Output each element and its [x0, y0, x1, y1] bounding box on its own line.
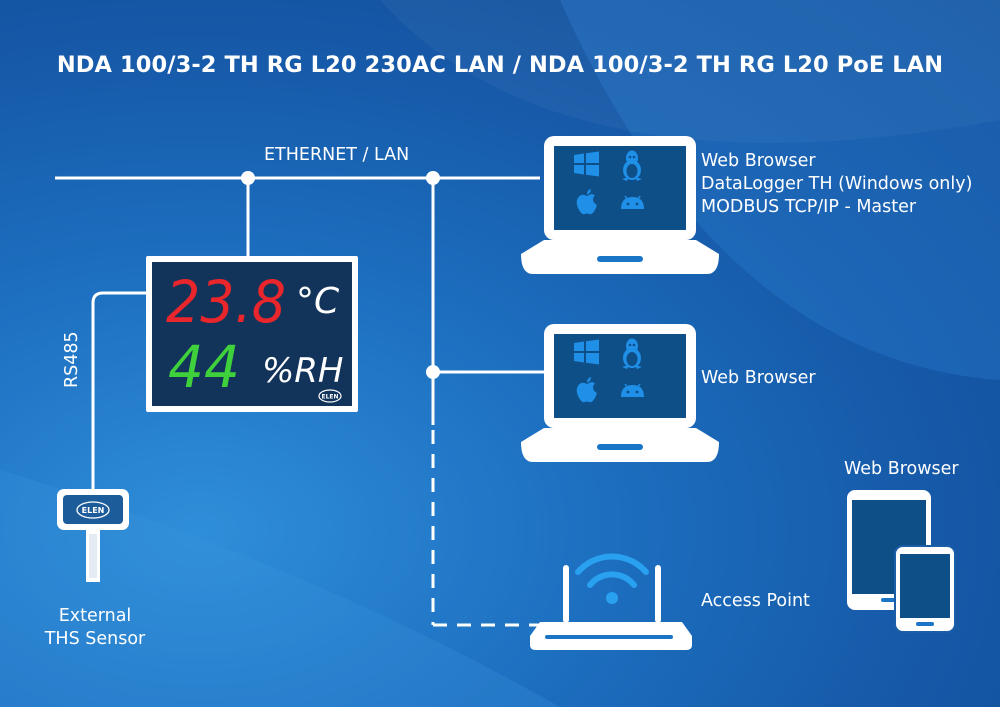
display-logo-text: ELEN	[321, 394, 338, 401]
page-title: NDA 100/3-2 TH RG L20 230AC LAN / NDA 10…	[56, 52, 944, 78]
sensor-logo-text: ELEN	[82, 506, 105, 515]
rs485-label: RS485	[62, 331, 82, 388]
laptop-1-os-icons	[574, 150, 644, 215]
rs485-line	[91, 291, 150, 495]
junction-dot	[241, 171, 255, 185]
humidity-unit: %RH	[262, 351, 344, 391]
sensor-label: External THS Sensor	[25, 605, 165, 651]
linux-icon	[622, 150, 642, 181]
sensor-logo	[76, 501, 110, 519]
laptop-2-os-icons	[574, 338, 644, 403]
apple-icon	[576, 377, 597, 403]
smartphone	[894, 545, 956, 633]
android-icon	[621, 383, 644, 397]
laptop-2	[521, 324, 719, 462]
sensor-label-line2: THS Sensor	[44, 629, 146, 649]
laptop-1-label: Web Browser DataLogger TH (Windows only)…	[701, 150, 972, 219]
laptop-1-label-line1: Web Browser	[701, 151, 816, 171]
wifi-icon	[575, 553, 649, 604]
ths-sensor: ELEN	[57, 489, 129, 582]
mobile-label: Web Browser	[844, 459, 959, 479]
apple-icon	[576, 189, 597, 215]
laptop-2-label: Web Browser	[701, 368, 816, 388]
access-point	[530, 553, 692, 650]
linux-icon	[622, 338, 642, 369]
humidity-value: 44	[168, 333, 240, 401]
laptop-1-label-line2: DataLogger TH (Windows only)	[701, 174, 973, 194]
android-icon	[621, 195, 644, 209]
junction-dot	[426, 365, 440, 379]
temperature-unit: °C	[296, 281, 340, 322]
windows-icon	[574, 151, 599, 177]
temperature-value: 23.8	[166, 268, 286, 336]
sensor-label-line1: External	[58, 606, 132, 626]
display-logo	[318, 389, 342, 403]
laptop-1	[521, 136, 719, 274]
network-label: ETHERNET / LAN	[264, 145, 410, 165]
laptop-1-label-line3: MODBUS TCP/IP - Master	[701, 197, 917, 217]
windows-icon	[574, 339, 599, 365]
access-point-label: Access Point	[701, 591, 810, 611]
junction-dot	[426, 171, 440, 185]
led-display: 23.8 °C 44 %RH ELEN	[146, 256, 358, 412]
